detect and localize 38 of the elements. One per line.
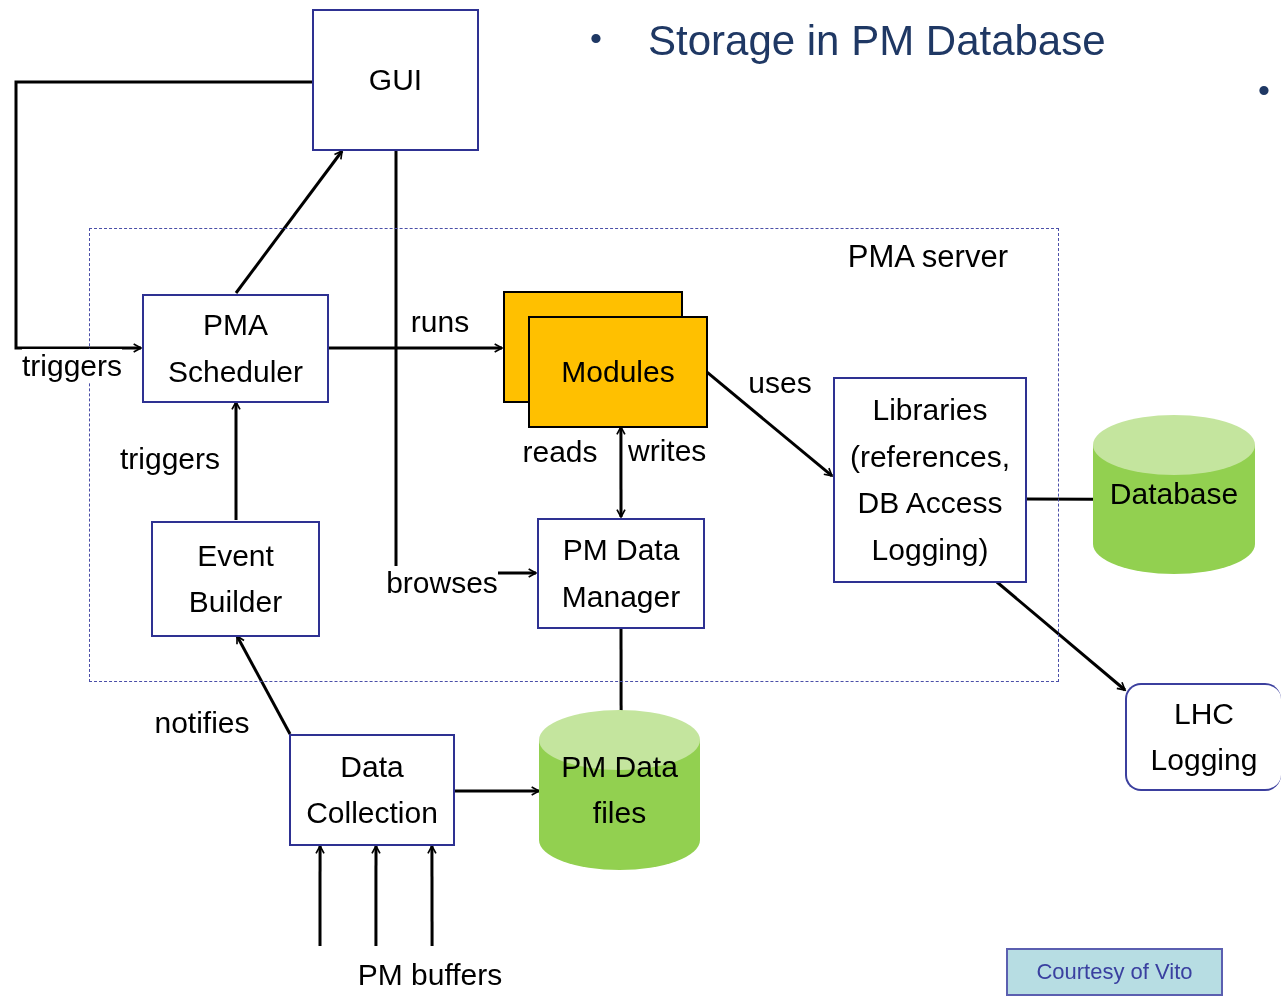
annotation-text: writes [628, 433, 707, 469]
process-box [537, 518, 705, 629]
group-title: PMA server [847, 239, 1008, 275]
process-box [142, 294, 329, 403]
node-label: PMA Scheduler [166, 307, 305, 390]
database-cylinder [1093, 415, 1255, 574]
arrow [235, 635, 292, 735]
module-stack [503, 291, 708, 428]
credit-box [1006, 948, 1223, 996]
node-label: LHC Logging [1149, 695, 1259, 778]
process-box [312, 9, 479, 151]
node-label: Database [1108, 476, 1240, 513]
arrow [315, 845, 325, 946]
node-label: Event Builder [187, 537, 284, 620]
node-label: PM Data files [560, 748, 679, 831]
arrow [616, 426, 626, 518]
edge-label: triggers [20, 350, 124, 382]
node-label: GUI [367, 61, 424, 98]
credit-text: Courtesy of Vito [1036, 959, 1193, 985]
node-label: PM Data Manager [560, 532, 682, 615]
process-box [151, 521, 320, 637]
bullet-mark: • [590, 18, 602, 59]
arrow [427, 845, 437, 946]
arrow [328, 343, 503, 353]
process-box [833, 377, 1027, 583]
arrow [14, 80, 312, 353]
node-label: Modules [560, 353, 676, 390]
arrow [234, 150, 344, 294]
arrow [455, 786, 540, 796]
process-box [289, 734, 455, 846]
arrow [371, 845, 381, 946]
bullet-mark: • [1258, 70, 1270, 111]
node-label: Libraries (references, DB Access Logging) [848, 392, 1012, 568]
arrow [231, 401, 241, 520]
database-cylinder [539, 710, 700, 870]
node-label: PM buffers [356, 956, 504, 993]
process-box [1125, 683, 1281, 791]
node-label: Data Collection [305, 748, 439, 831]
